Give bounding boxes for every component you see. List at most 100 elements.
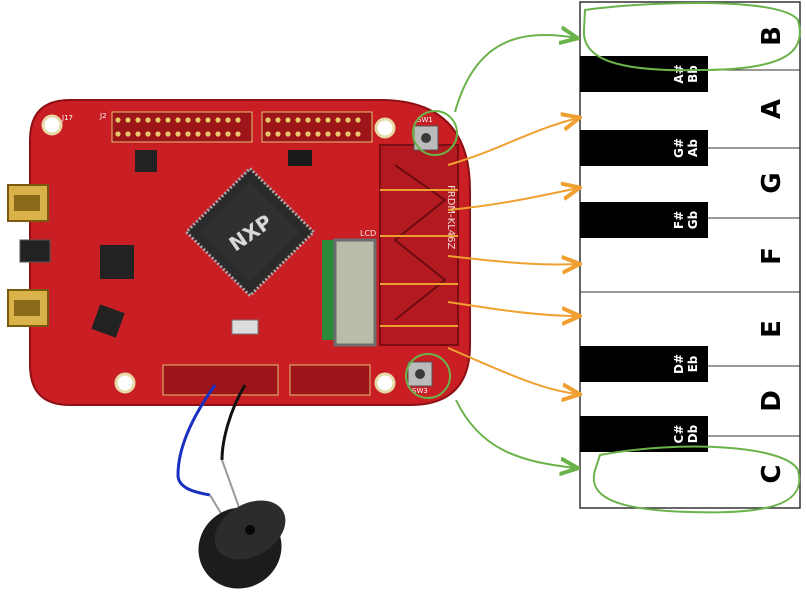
black-key-body	[580, 346, 708, 382]
switch-sw1-knob	[421, 133, 431, 143]
header-pin	[135, 131, 141, 137]
header-pin	[315, 117, 321, 123]
white-key-label-b: B	[757, 26, 787, 46]
header-pin	[225, 131, 231, 137]
buzzer-lead	[221, 459, 241, 511]
mount-hole	[114, 372, 136, 394]
pin-header-top-left	[111, 111, 253, 143]
black-key: G# Ab	[580, 130, 708, 166]
header-pin	[235, 117, 241, 123]
reset-button	[19, 239, 51, 263]
black-key-body	[580, 56, 708, 92]
highlight-sw1	[412, 110, 458, 156]
buzzer-lead	[209, 494, 223, 516]
frdm-board: NXP FRDM-KL46Z LCD SW1 SW3 J2 J17	[7, 99, 471, 406]
header-label-j2: J2	[99, 112, 107, 120]
header-pin	[205, 117, 211, 123]
white-key-label-c: C	[757, 464, 787, 483]
arrow-slider-to-g	[447, 188, 578, 211]
header-pin	[325, 131, 331, 137]
header-pin	[265, 131, 271, 137]
arrow-slider-to-d	[447, 347, 578, 394]
black-key-flat: Bb	[686, 65, 700, 83]
header-pin	[345, 117, 351, 123]
switch-sw3: SW3	[407, 361, 433, 395]
black-key-sharp: C#	[672, 425, 686, 444]
header-pin	[355, 131, 361, 137]
white-key-label-a: A	[757, 99, 787, 119]
black-key: D# Eb	[580, 346, 708, 382]
header-pin	[335, 117, 341, 123]
header-pin	[185, 117, 191, 123]
header-pin	[115, 131, 121, 137]
buzzer-hole	[245, 525, 255, 535]
header-label-j17: J17	[61, 114, 73, 122]
lcd-pins	[322, 240, 334, 340]
header-pin	[305, 131, 311, 137]
black-key: F# Gb	[580, 202, 708, 238]
lcd-label: LCD	[360, 229, 376, 238]
white-key-label-d: D	[757, 390, 787, 412]
arrow-sw1-to-b	[454, 35, 576, 113]
header-pin	[265, 117, 271, 123]
highlight-key-c	[592, 445, 801, 514]
black-key-sharp: D#	[672, 354, 686, 374]
header-pin	[215, 117, 221, 123]
header-pin	[135, 117, 141, 123]
header-pin	[355, 117, 361, 123]
header-pin	[225, 117, 231, 123]
black-key-flat: Gb	[686, 210, 700, 229]
buzzer-assembly	[176, 384, 286, 589]
header-pin	[295, 131, 301, 137]
black-key-flat: Eb	[686, 355, 700, 372]
header-pin	[175, 117, 181, 123]
usb-connector-top-inner	[14, 195, 40, 211]
mount-hole	[374, 117, 396, 139]
header-pin	[345, 131, 351, 137]
annotation-layer	[380, 1, 801, 514]
black-key-body	[580, 202, 708, 238]
smd-chip	[135, 150, 157, 172]
header-pin	[215, 131, 221, 137]
header-pin	[145, 131, 151, 137]
wire-blue	[176, 384, 217, 497]
header-pin	[315, 131, 321, 137]
header-pin	[145, 117, 151, 123]
white-key-label-f: F	[757, 247, 787, 265]
black-key-sharp: A#	[672, 64, 686, 83]
highlight-sw3	[405, 353, 451, 399]
arrow-sw3-to-c	[455, 399, 576, 468]
jumper	[288, 150, 312, 166]
header-pin	[285, 117, 291, 123]
header-pin	[165, 131, 171, 137]
highlight-key-b	[582, 1, 801, 72]
touch-slider-pattern	[393, 164, 447, 321]
smd-chip	[100, 245, 134, 279]
arrow-slider-to-a	[447, 118, 578, 166]
header-pin	[125, 117, 131, 123]
pin-header-bottom-left	[162, 364, 279, 396]
lcd-display	[333, 238, 377, 347]
header-pin	[295, 117, 301, 123]
switch-sw1-label: SW1	[417, 116, 433, 124]
switch-sw3-knob	[415, 369, 425, 379]
wire-black	[220, 384, 247, 461]
black-key-flat: Db	[686, 424, 700, 443]
header-pin	[175, 131, 181, 137]
switch-sw3-label: SW3	[412, 387, 428, 395]
board-model-label: FRDM-KL46Z	[445, 185, 456, 249]
mount-hole	[374, 372, 396, 394]
smd-chip	[91, 304, 125, 338]
black-key-sharp: F#	[672, 211, 686, 229]
pin-header-bottom-right	[289, 364, 371, 396]
touch-slider	[379, 144, 459, 346]
white-key-label-e: E	[757, 320, 787, 338]
black-key: A# Bb	[580, 56, 708, 92]
header-pin	[185, 131, 191, 137]
piano-keyboard: A# Bb G# Ab F# Gb D# Eb C# Db B A G F E …	[579, 1, 801, 509]
header-pin	[205, 131, 211, 137]
header-pin	[115, 117, 121, 123]
arrow-slider-to-e	[447, 301, 578, 316]
header-pin	[275, 117, 281, 123]
